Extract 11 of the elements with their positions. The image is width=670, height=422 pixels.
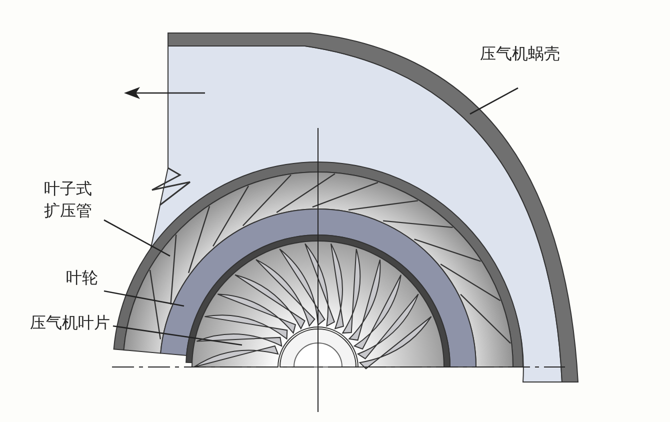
part-label: 叶轮 bbox=[66, 267, 98, 289]
leader-line bbox=[104, 290, 184, 307]
part-label: 叶子式扩压管 bbox=[44, 178, 93, 222]
volute-casing-drawing bbox=[150, 32, 578, 382]
impeller-blades-drawing bbox=[192, 240, 444, 370]
leader-line bbox=[470, 87, 518, 115]
part-label: 压气机叶片 bbox=[30, 312, 110, 334]
part-label: 压气机蜗壳 bbox=[480, 43, 560, 65]
impeller-shroud-drawing bbox=[160, 208, 476, 368]
vane-diffuser-drawing bbox=[113, 162, 524, 368]
leader-line bbox=[104, 219, 170, 257]
